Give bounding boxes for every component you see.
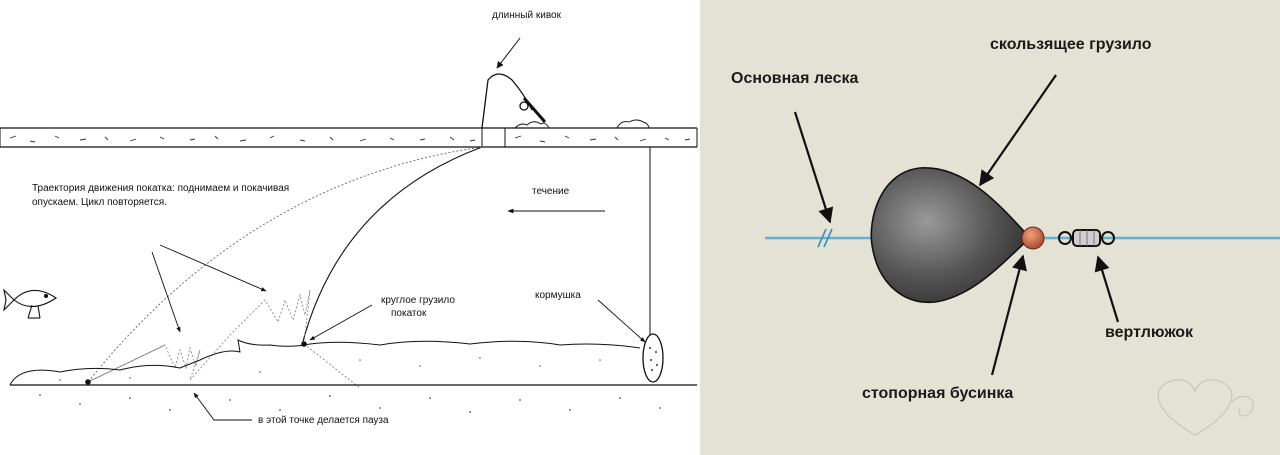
feeder-shape <box>642 333 664 383</box>
main-line-label: Основная леска <box>731 70 859 87</box>
line-break-mark <box>817 228 827 248</box>
ice-rod <box>481 73 547 129</box>
swivel-icon <box>1058 229 1115 247</box>
pause-arrow <box>193 392 252 421</box>
fishing-line <box>301 146 483 346</box>
stopper-bead-arrow <box>990 254 1027 376</box>
sliding-sinker-arrow <box>979 74 1057 187</box>
main-line-arrow <box>793 111 834 224</box>
ice-layer <box>0 119 698 148</box>
round-sinker-label-line1: круглое грузило <box>381 295 455 306</box>
start-point-dot <box>85 379 91 385</box>
stopper-bead-label: стопорная бусинка <box>862 385 1014 402</box>
zigzag-trajectory-1 <box>87 344 201 383</box>
left-ice-fishing-diagram <box>0 37 698 421</box>
river-bottom <box>9 339 697 413</box>
long-nod-arrow <box>496 37 521 69</box>
fish-icon <box>3 288 57 319</box>
watermark-heart-icon <box>1157 379 1254 436</box>
right-sliding-rig-diagram <box>765 74 1280 436</box>
sliding-sinker <box>870 167 1032 304</box>
zigzag-trajectory-2 <box>189 289 311 381</box>
trajectory-dotted-line <box>87 146 483 383</box>
swivel-label: вертлюжок <box>1105 324 1194 341</box>
feeder-arrow <box>597 299 646 343</box>
trajectory-arrow-2 <box>159 244 267 292</box>
round-sinker-arrow <box>309 304 373 341</box>
trajectory-label-line2: опускаем. Цикл повторяется. <box>32 197 167 208</box>
trajectory-label-line1: Траектория движения покатка: поднимаем и… <box>32 183 290 194</box>
trajectory-arrow-1 <box>151 251 181 333</box>
current-label: течение <box>532 186 570 197</box>
round-sinker-label-line2: покаток <box>391 308 427 319</box>
pause-point-label: в этой точке делается пауза <box>258 415 389 426</box>
round-sinker-dot <box>301 341 307 347</box>
feeder-label: кормушка <box>535 290 581 301</box>
long-nod-label: длинный кивок <box>492 10 561 21</box>
stopper-bead <box>1021 226 1045 250</box>
sliding-sinker-label: скользящее грузило <box>990 36 1152 53</box>
swivel-arrow <box>1094 255 1120 323</box>
